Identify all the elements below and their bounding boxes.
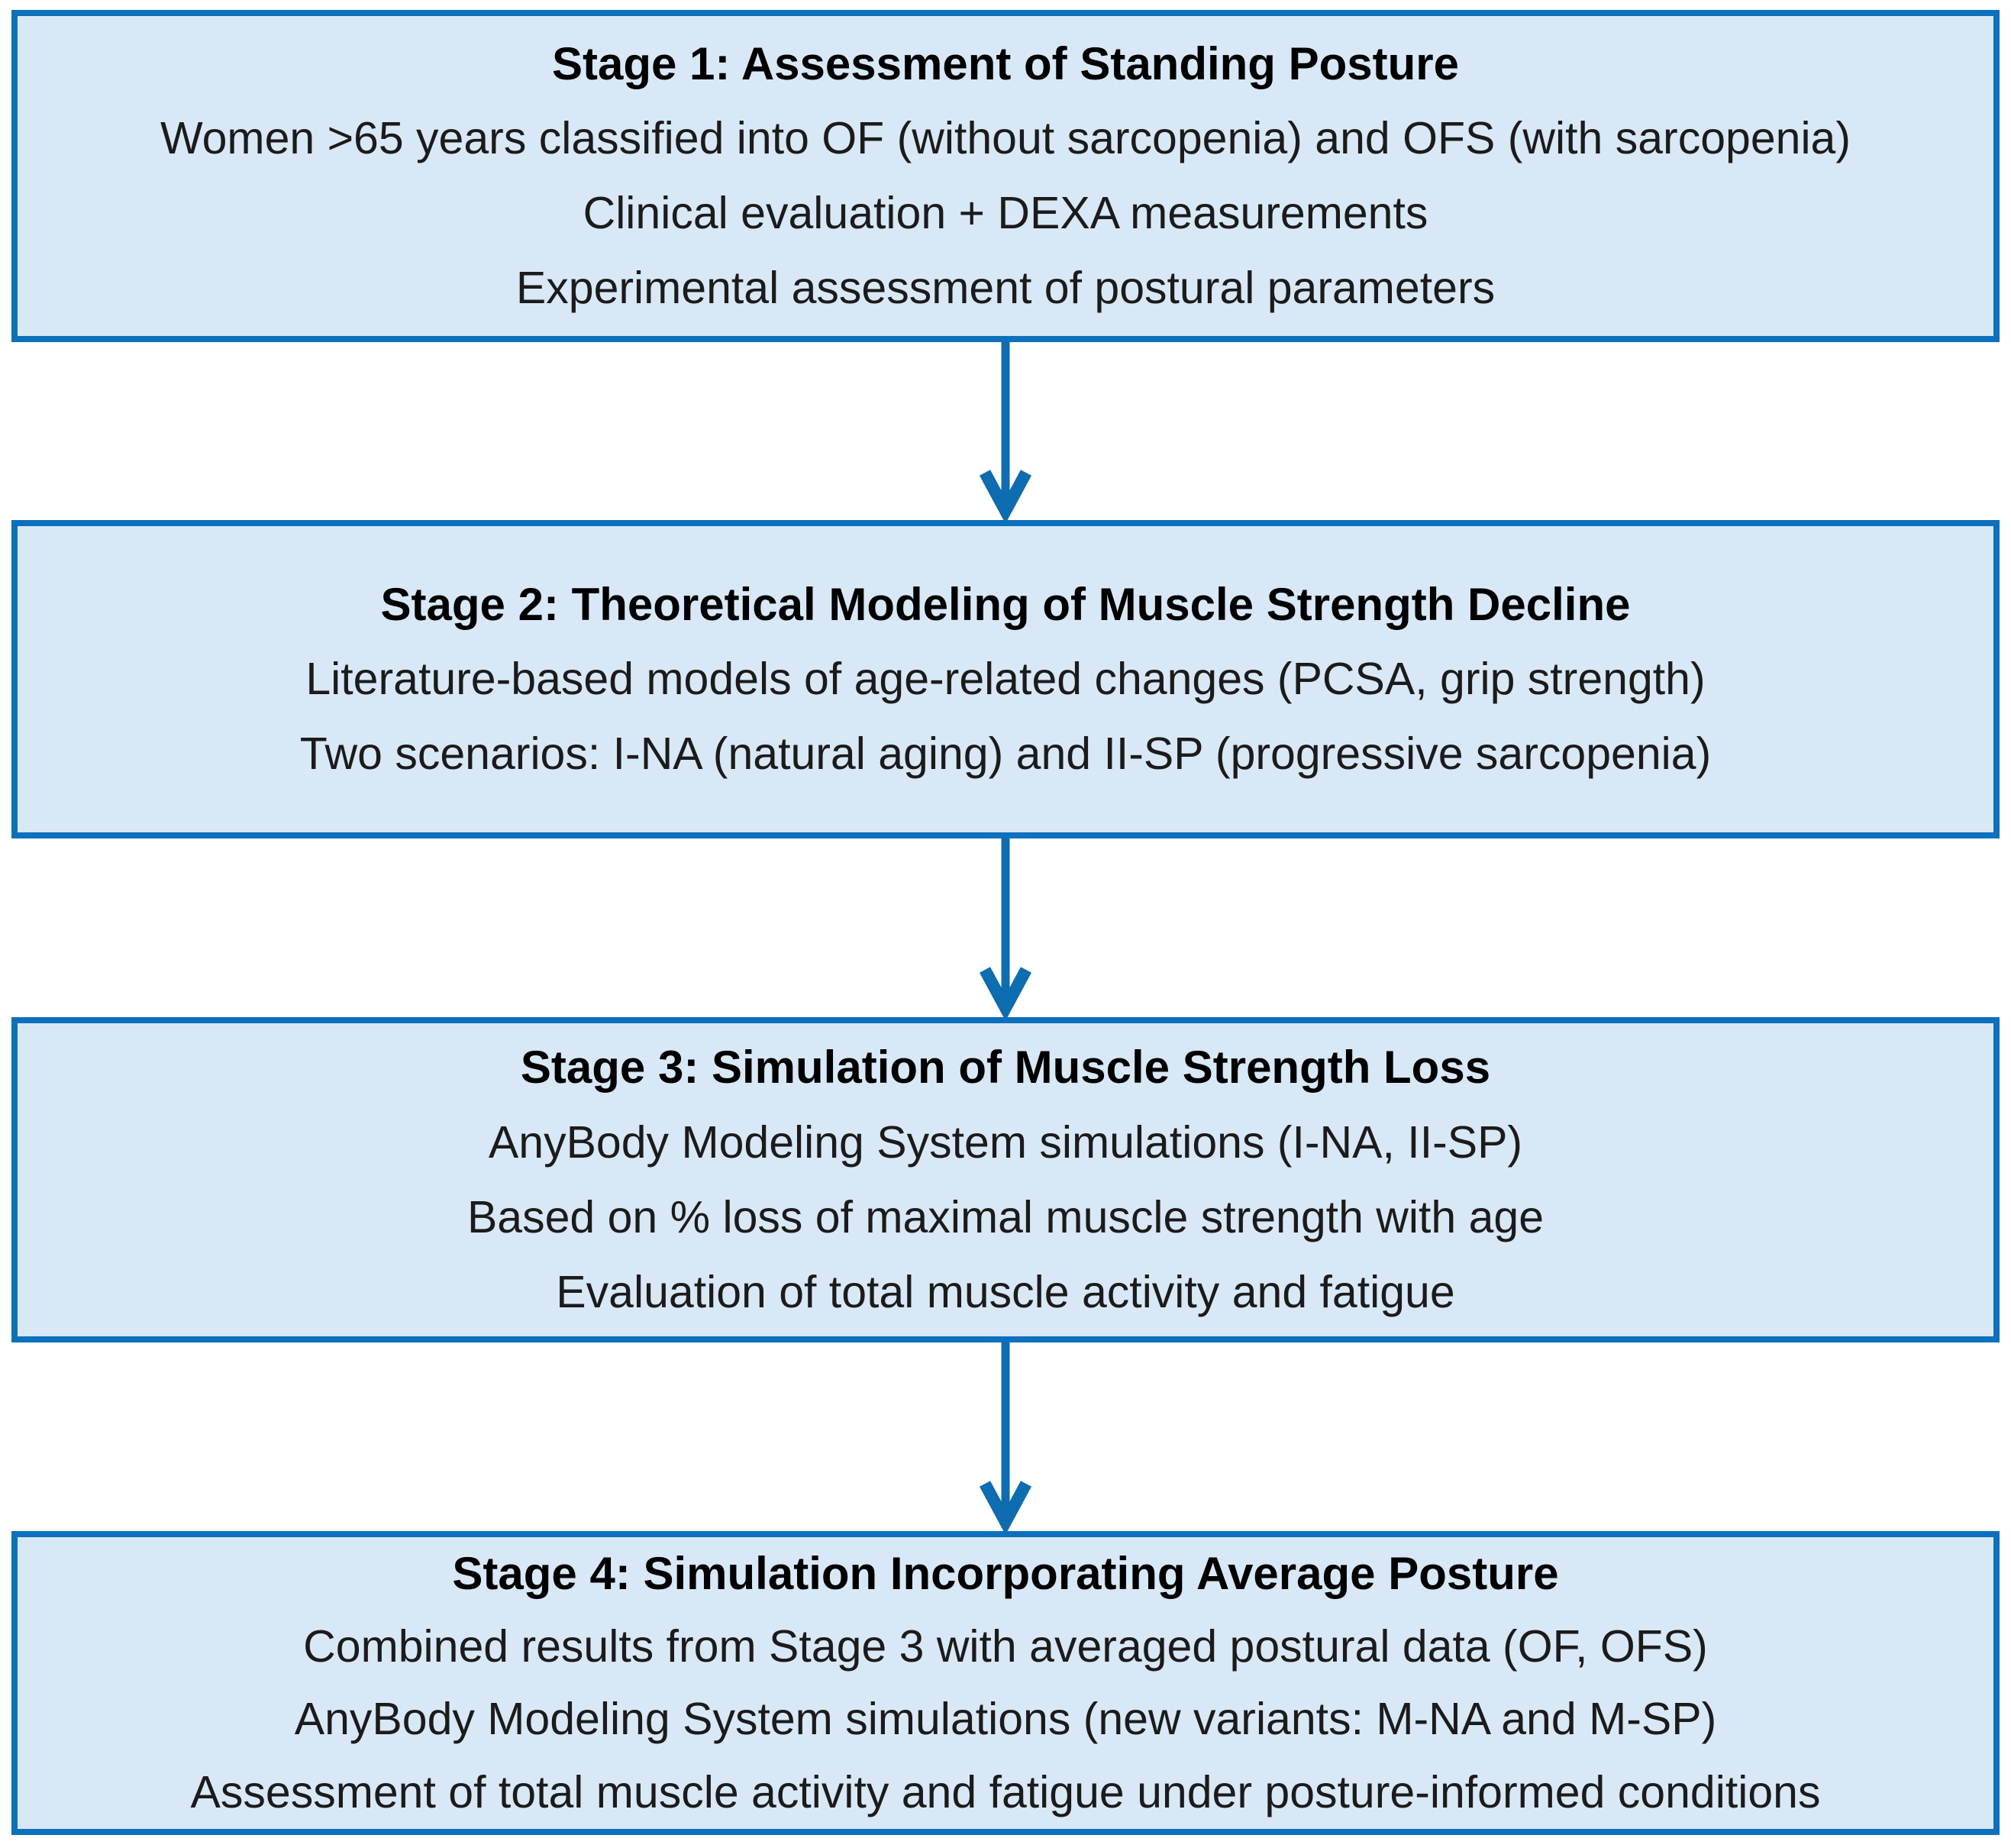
stage-4-line-2: AnyBody Modeling System simulations (new… [294,1694,1717,1745]
stage-3-title: Stage 3: Simulation of Muscle Strength L… [520,1042,1491,1093]
stage-4-title: Stage 4: Simulation Incorporating Averag… [452,1547,1559,1599]
stage-4-line-1: Combined results from Stage 3 with avera… [303,1620,1708,1672]
stage-1-title: Stage 1: Assessment of Standing Posture [551,37,1460,89]
down-arrow-icon-3 [979,1342,1032,1531]
stage-2-title: Stage 2: Theoretical Modeling of Muscle … [380,578,1631,630]
stage-3-line-1: AnyBody Modeling System simulations (I-N… [488,1116,1523,1168]
stage-2-line-2: Two scenarios: I-NA (natural aging) and … [299,729,1712,780]
stage-3-box: Stage 3: Simulation of Muscle Strength L… [11,1017,2000,1342]
down-arrow-icon-2 [979,838,1032,1017]
stage-1-line-2: Clinical evaluation + DEXA measurements [583,188,1428,239]
stage-2-box: Stage 2: Theoretical Modeling of Muscle … [11,520,2000,838]
stage-3-line-3: Evaluation of total muscle activity and … [556,1266,1455,1317]
stage-3-line-2: Based on % loss of maximal muscle streng… [466,1191,1545,1242]
stage-2-line-1: Literature-based models of age-related c… [305,654,1706,705]
stage-1-line-3: Experimental assessment of postural para… [515,263,1496,314]
stage-4-box: Stage 4: Simulation Incorporating Averag… [11,1531,2000,1835]
stage-1-box: Stage 1: Assessment of Standing Posture … [11,10,2000,342]
stage-1-line-1: Women >65 years classified into OF (with… [160,113,1851,164]
stage-4-line-3: Assessment of total muscle activity and … [190,1766,1821,1817]
down-arrow-icon-1 [979,342,1032,520]
